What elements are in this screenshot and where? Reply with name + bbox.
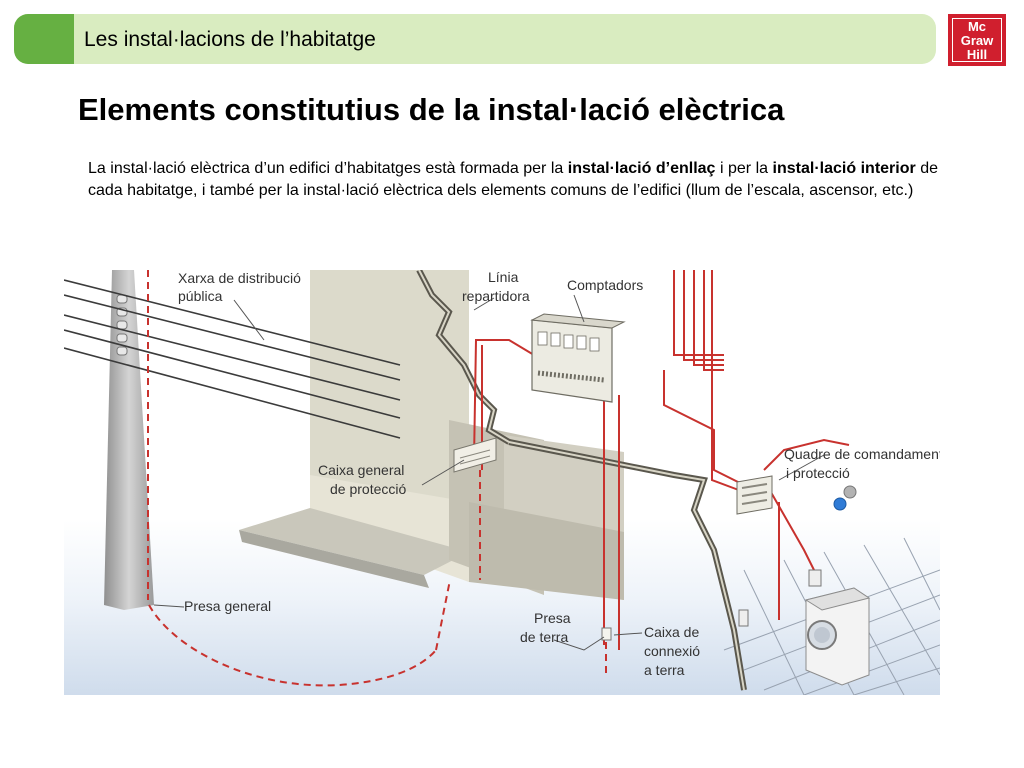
header-bar [14, 14, 936, 64]
label-linia-2: repartidora [462, 288, 530, 304]
mcgraw-hill-logo: Mc Graw Hill [948, 14, 1006, 66]
intro-paragraph: La instal·lació elèctrica d’un edifici d… [88, 158, 938, 202]
wall-switch [738, 609, 749, 627]
logo-line-3: Hill [966, 47, 988, 62]
meter-panel [530, 313, 626, 403]
intro-text-2: i per la [715, 160, 773, 177]
label-presa-terra-2: de terra [520, 629, 568, 645]
header-accent [14, 14, 74, 64]
wall-socket [808, 569, 822, 587]
label-xarxa-2: pública [178, 288, 223, 304]
logo-frame [952, 18, 1002, 62]
inner-floor [469, 502, 624, 600]
label-caixa-general-1: Caixa general [318, 462, 404, 478]
label-caixa-general-2: de protecció [330, 481, 406, 497]
label-presa-terra-1: Presa [534, 610, 571, 626]
installation-diagram: Xarxa de distribució pública Línia repar… [64, 270, 940, 695]
intro-text-3: de cada habitatge, i també per la instal… [88, 160, 939, 199]
page-title: Elements constitutius de la instal·lació… [78, 92, 785, 127]
general-protection-box [453, 437, 497, 473]
label-xarxa-1: Xarxa de distribució [178, 270, 301, 286]
label-caixa-connexio-2: connexió [644, 643, 700, 659]
pole-insulators [116, 294, 128, 356]
distribution-wires [64, 279, 401, 439]
section-title: Les instal·lacions de l’habitatge [84, 28, 376, 51]
ground-connection-box [601, 627, 612, 641]
label-caixa-connexio-3: a terra [644, 662, 685, 678]
label-comptadors: Comptadors [567, 277, 643, 293]
sidewalk-edge [239, 530, 429, 588]
logo-line-1: Mc [967, 19, 987, 34]
label-quadre-2: i protecció [786, 465, 850, 481]
command-panel [736, 475, 857, 515]
label-caixa-connexio-1: Caixa de [644, 624, 699, 640]
sidewalk [239, 508, 469, 575]
utility-pole [104, 270, 154, 610]
label-leaders [153, 294, 825, 651]
diagram-labels: Xarxa de distribució pública Línia repar… [178, 270, 940, 678]
intro-text-1: La instal·lació elèctrica d’un edifici d… [88, 160, 568, 177]
intro-bold-enllac: instal·lació d’enllaç [567, 160, 716, 177]
ground-wires [147, 270, 607, 687]
label-quadre-1: Quadre de comandament [784, 446, 940, 462]
label-linia-1: Línia [488, 270, 519, 285]
intro-bold-interior: instal·lació interior [772, 160, 916, 177]
electrical-wiring [473, 270, 850, 650]
logo-line-2: Graw [960, 33, 994, 48]
label-presa-general: Presa general [184, 598, 271, 614]
washing-machine [804, 587, 871, 686]
